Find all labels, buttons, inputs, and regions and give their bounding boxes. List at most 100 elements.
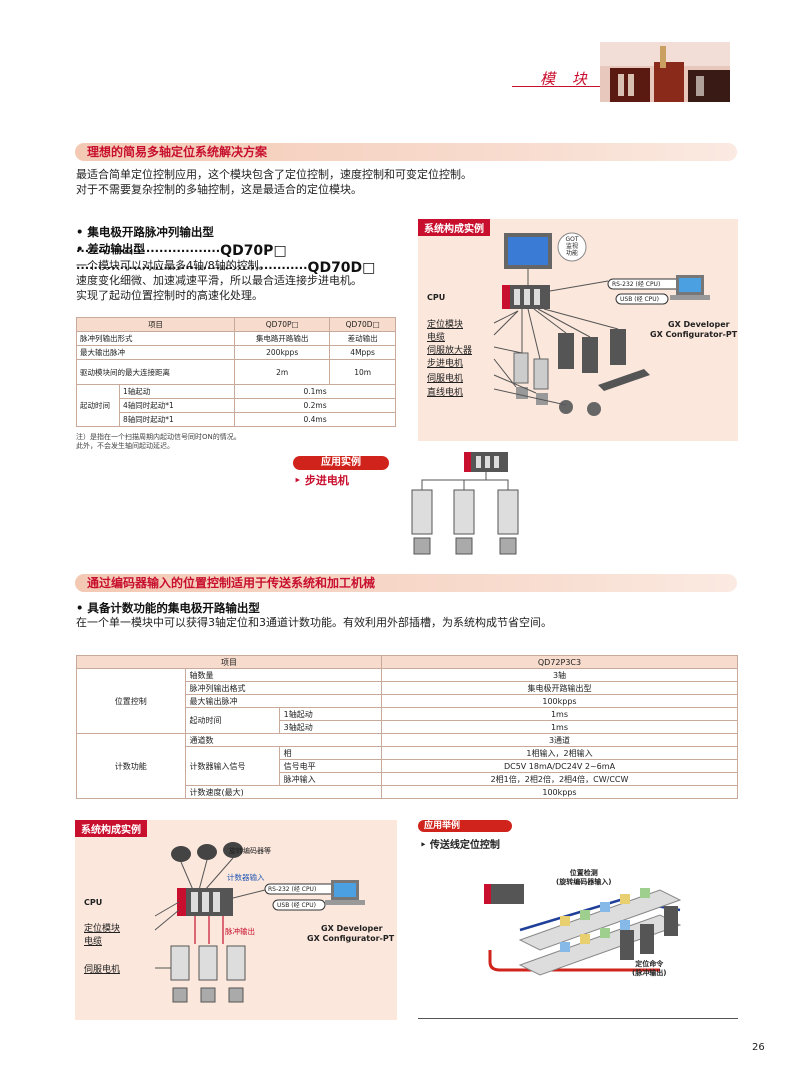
cell-p: 2m bbox=[234, 359, 331, 385]
cell-v: 100kpps bbox=[381, 785, 738, 799]
cpu-label: CPU bbox=[427, 293, 446, 302]
cell-val: 0.2ms bbox=[234, 398, 396, 413]
app-item-2: ‣ 传送线定位控制 bbox=[420, 840, 500, 851]
section1-desc-3: 实现了起动位置控制时的高速化处理。 bbox=[76, 289, 263, 302]
cell-item: 驱动模块间的最大连接距离 bbox=[75, 359, 236, 385]
qd70-spec-table: 项目 QD70P□ QD70D□ 脉冲列输出形式 集电路开路输出 差动输出 最大… bbox=[75, 317, 396, 427]
conveyor-boxes bbox=[560, 888, 650, 952]
linear-motor bbox=[598, 369, 650, 391]
usb-pill bbox=[615, 293, 669, 305]
plc-power bbox=[502, 285, 510, 309]
model-qd70d: QD70D□ bbox=[307, 260, 376, 276]
encoder-label: 旋转编码器等 bbox=[229, 847, 271, 855]
cell-a: 起动时间 bbox=[184, 707, 280, 734]
cell-group-counter: 计数功能 bbox=[76, 733, 186, 799]
stepper-app-diagram bbox=[411, 452, 519, 555]
gx-configurator-label-2: GX Configurator-PT bbox=[307, 934, 395, 943]
label-stepper-motor: 步进电机 bbox=[427, 359, 464, 369]
cell-a: 计数速度(最大) bbox=[184, 785, 383, 799]
pulse-output-label: 脉冲输出 bbox=[225, 927, 255, 936]
servo-amplifiers bbox=[513, 329, 626, 390]
table-row: 4轴同时起动*1 0.2ms bbox=[77, 398, 396, 413]
cell-a: 最大输出脉冲 bbox=[184, 694, 383, 708]
system-diagram-1 bbox=[493, 232, 710, 416]
bullet-label: • 集电极开路脉冲列输出型···························… bbox=[76, 225, 221, 258]
got-badge bbox=[557, 232, 587, 262]
gx-developer-label: GX Developer bbox=[668, 320, 730, 329]
rs232-label-2: RS-232 (经 CPU) bbox=[268, 886, 317, 893]
cell-a: 轴数量 bbox=[184, 668, 383, 682]
gx-developer-label-2: GX Developer bbox=[321, 924, 383, 933]
rotary-encoders bbox=[171, 842, 243, 862]
header-rule bbox=[512, 86, 612, 87]
cell-start-label: 起动时间 bbox=[76, 384, 120, 427]
system-panel-2: 系统构成实例 旋转编码器等 计数器输入 脉冲输出 CPU RS-232 (经 C… bbox=[75, 820, 397, 1020]
section1-desc-2: 速度变化细微、加速减速平滑，所以最合适连接步进电机。 bbox=[76, 274, 362, 287]
cell-sub: 8轴同时起动*1 bbox=[118, 412, 236, 427]
label-positioning-module-2: 定位模块 bbox=[84, 924, 121, 934]
table-row: 8轴同时起动*1 0.4ms bbox=[77, 412, 396, 427]
app-tag-2: 应用举例 bbox=[418, 820, 512, 832]
label-positioning-module: 定位模块 bbox=[427, 320, 464, 330]
app-rule bbox=[418, 1018, 738, 1019]
table-row: 最大输出脉冲 100kpps bbox=[77, 694, 738, 708]
pulse-cables bbox=[194, 916, 224, 944]
th-item: 项目 bbox=[76, 655, 382, 669]
system-tag-1: 系统构成实例 bbox=[418, 219, 490, 236]
cell-v: DC5V 18mA/DC24V 2~6mA bbox=[381, 759, 738, 773]
cell-sub: 1轴起动 bbox=[118, 384, 236, 399]
th-qd70p: QD70P□ bbox=[234, 317, 331, 332]
page-header-title: 模 块 bbox=[540, 70, 593, 88]
cell-p: 集电路开路输出 bbox=[234, 331, 331, 346]
label-cable: 电缆 bbox=[427, 333, 446, 343]
bullet-qd70p: • 集电极开路脉冲列输出型···························… bbox=[76, 221, 398, 259]
cell-v: 集电极开路输出型 bbox=[381, 681, 738, 695]
counter-input-label: 计数器输入 bbox=[227, 873, 265, 882]
section2-title: 通过编码器输入的位置控制适用于传送系统和加工机械 bbox=[87, 576, 376, 590]
table-header-row: 项目 QD72P3C3 bbox=[76, 655, 738, 669]
table-header-row: 项目 QD70P□ QD70D□ bbox=[75, 317, 396, 332]
cell-b: 3轴起动 bbox=[278, 720, 383, 734]
cell-v: 3轴 bbox=[381, 668, 738, 682]
cell-item: 最大输出脉冲 bbox=[75, 345, 236, 360]
section1-intro-2: 对于不需要复杂控制的多轴控制，这是最适合的定位模块。 bbox=[76, 183, 362, 196]
cell-b: 脉冲输入 bbox=[278, 772, 383, 786]
cell-a: 计数器输入信号 bbox=[184, 746, 280, 786]
cell-v: 100kpps bbox=[381, 694, 738, 708]
label-servo-amplifier: 伺服放大器 bbox=[427, 346, 473, 356]
rs232-label: RS-232 (经 CPU) bbox=[612, 281, 661, 288]
table-row: 驱动模块间的最大连接距离 2m 10m bbox=[75, 359, 396, 385]
system-tag-2: 系统构成实例 bbox=[75, 820, 147, 837]
table-row: 起动时间 1轴起动 1ms bbox=[77, 707, 738, 734]
section2-bullet: • 具备计数功能的集电极开路输出型 bbox=[76, 601, 260, 615]
position-command-label: 定位命令 (脉冲输出) bbox=[632, 960, 667, 977]
section1-title: 理想的简易多轴定位系统解决方案 bbox=[87, 145, 268, 159]
table-row: 计数速度(最大) 100kpps bbox=[77, 785, 738, 799]
system-diagram-2 bbox=[154, 842, 365, 1003]
cell-b: 1轴起动 bbox=[278, 707, 383, 721]
section1-intro-1: 最适合简单定位控制应用，这个模块包含了定位控制，速度控制和可变定位控制。 bbox=[76, 168, 472, 181]
cell-v: 2相1倍，2相2倍，2相4倍，CW/CCW bbox=[381, 772, 738, 786]
table-note-2: 此外，不会发生轴间起动延迟。 bbox=[76, 442, 174, 450]
header-factory-image bbox=[600, 42, 730, 102]
position-detect-label: 位置检测 (旋转编码器输入) bbox=[556, 869, 612, 886]
cell-group-position: 位置控制 bbox=[76, 668, 186, 734]
cell-d: 差动输出 bbox=[329, 331, 396, 346]
label-linear-motor: 直线电机 bbox=[427, 388, 464, 398]
page-number: 26 bbox=[752, 1042, 765, 1053]
plc-rack-3 bbox=[484, 884, 524, 904]
cell-p: 200kpps bbox=[234, 345, 331, 360]
usb-label-2: USB (经 CPU) bbox=[277, 902, 317, 909]
section2-desc: 在一个单一模块中可以获得3轴定位和3通道计数功能。有效利用外部插槽，为系统构成节… bbox=[76, 616, 552, 629]
label-servo-motor: 伺服电机 bbox=[427, 374, 464, 384]
gx-configurator-label: GX Configurator-PT bbox=[650, 330, 738, 339]
got-screen bbox=[508, 237, 548, 265]
bullet-label: • 差动输出型·································… bbox=[76, 242, 308, 275]
bullet-qd70d: • 差动输出型·································… bbox=[76, 238, 398, 276]
table-row: 起动时间 1轴起动 0.1ms bbox=[76, 384, 396, 427]
cell-v: 1ms bbox=[381, 707, 738, 721]
table-row: 脉冲列输出形式 集电路开路输出 差动输出 bbox=[75, 331, 396, 346]
app-item-1: ‣ 步进电机 bbox=[294, 474, 349, 487]
cell-v: 1相输入，2相输入 bbox=[381, 746, 738, 760]
system-panel-1: 系统构成实例 GOT 监视 功能 CPU RS- bbox=[418, 219, 738, 441]
